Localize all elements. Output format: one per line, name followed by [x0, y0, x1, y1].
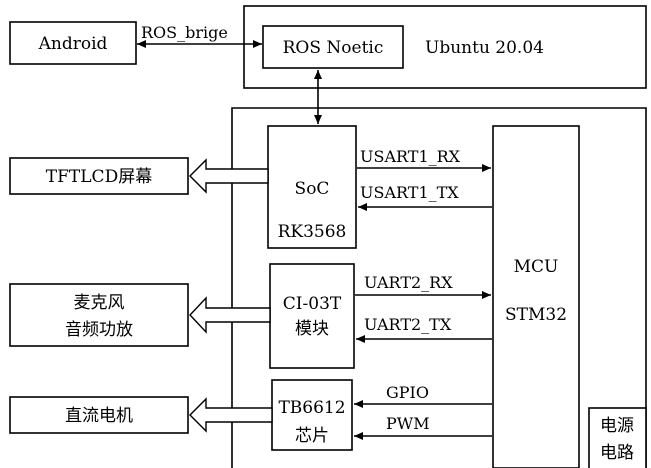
tb6612-label-line1: TB6612	[278, 398, 345, 418]
uart2-tx-label: UART2_TX	[364, 315, 452, 334]
tftlcd-box	[9, 157, 189, 195]
board-container	[231, 107, 647, 468]
motor-box	[9, 396, 189, 434]
pwm-label: PWM	[386, 414, 430, 433]
ci03t-to-speaker-arrow	[189, 296, 271, 334]
ci03t-label-line2: 模块	[295, 319, 329, 339]
android-label: Android	[38, 34, 108, 54]
power-box	[588, 407, 647, 468]
speaker-box	[9, 283, 189, 347]
tb6612-label-line2: 芯片	[295, 426, 329, 446]
speaker-label-line2: 音频功放	[65, 320, 133, 340]
power-label-line1: 电源	[600, 416, 634, 436]
soc-box	[267, 125, 357, 249]
ros-noetic-label: ROS Noetic	[283, 38, 384, 58]
uart2-rx-label: UART2_RX	[364, 273, 453, 292]
soc-label-line2: RK3568	[278, 222, 347, 242]
motor-label: 直流电机	[65, 406, 133, 426]
tftlcd-label: TFTLCD屏幕	[46, 167, 152, 187]
ros-bridge-label: ROS_brige	[141, 23, 228, 42]
mcu-label-line1: MCU	[514, 257, 559, 277]
ros-noetic-box	[262, 25, 404, 69]
ci03t-box	[269, 263, 355, 369]
power-label-line2: 电路	[600, 443, 634, 463]
mcu-label-line2: STM32	[505, 305, 567, 325]
soc-label-line1: SoC	[295, 179, 330, 199]
gpio-label: GPIO	[386, 383, 429, 402]
ubuntu-label: Ubuntu 20.04	[425, 38, 544, 58]
usart1-rx-label: USART1_RX	[360, 147, 461, 166]
usart1-tx-label: USART1_TX	[360, 183, 459, 202]
tb6612-to-motor-arrow	[189, 397, 273, 433]
tb6612-box	[271, 379, 353, 451]
mcu-box	[492, 125, 580, 468]
soc-to-tftlcd-arrow	[189, 158, 269, 194]
speaker-label-line1: 麦克风	[74, 293, 125, 313]
android-box	[9, 21, 137, 65]
ci03t-label-line1: CI-03T	[283, 294, 342, 314]
